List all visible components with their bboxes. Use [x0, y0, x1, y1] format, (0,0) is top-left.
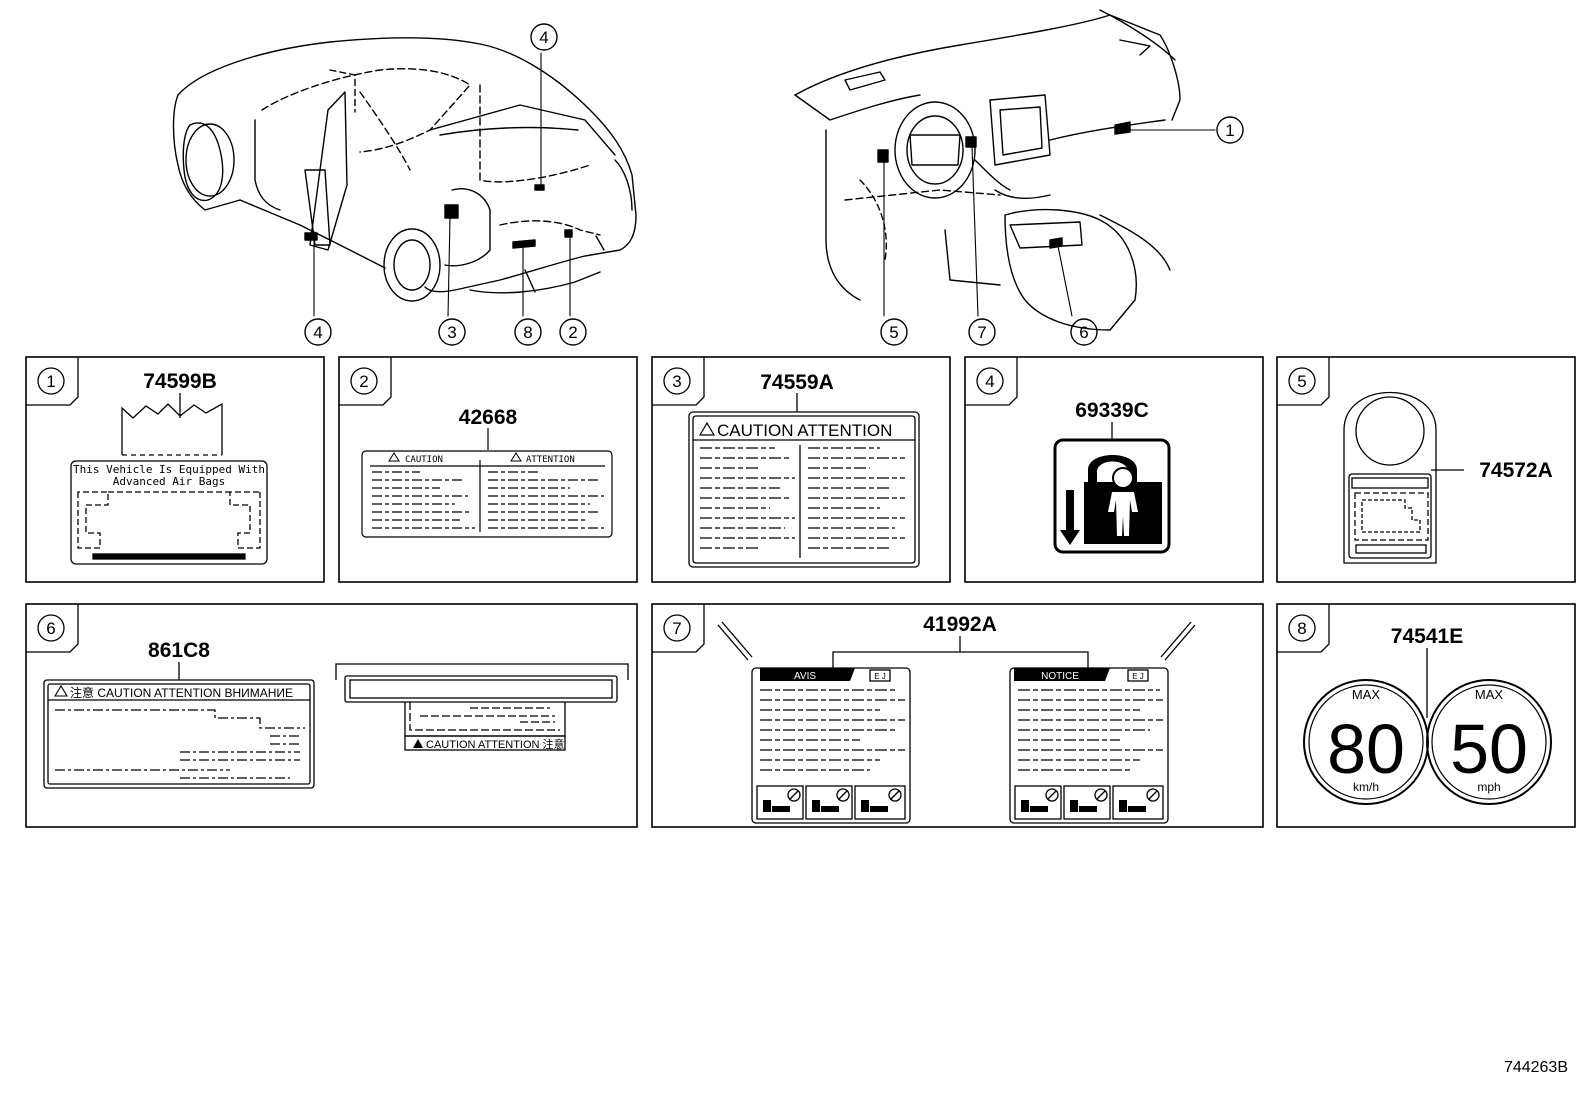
- panel-4: [964, 356, 1264, 583]
- part-number-41992A: 41992A: [923, 613, 997, 636]
- panel-5-number: 5: [1297, 372, 1306, 391]
- part-number-861C8: 861C8: [148, 639, 210, 662]
- diagram-reference-id: 744263B: [1503, 1059, 1568, 1076]
- panel-8-number: 8: [1297, 619, 1306, 638]
- caution-text: CAUTION: [405, 455, 443, 465]
- panel-1: [25, 356, 325, 583]
- label-69339C: 69339C: [1053, 399, 1171, 554]
- down-arrow-icon: [1060, 490, 1080, 545]
- callout-4-bottom: 4: [313, 323, 322, 342]
- caution-attention-footer: CAUTION ATTENTION 注意: [426, 737, 565, 751]
- callout-7: 7: [977, 323, 986, 342]
- unit-kmh: km/h: [1353, 780, 1379, 794]
- callout-circles: [304, 23, 1244, 346]
- leader-lines: [313, 52, 1216, 317]
- lang-tag-left: E J: [874, 672, 886, 681]
- callout-2: 2: [568, 323, 577, 342]
- label-74541E: 74541E MAX 80 km/h MAX 50 mph: [1303, 625, 1552, 805]
- callout-8: 8: [523, 323, 532, 342]
- part-number-74541E: 74541E: [1391, 625, 1463, 648]
- car-exterior-illustration: [172, 37, 637, 302]
- speed-value-kmh: 80: [1327, 710, 1405, 788]
- callout-5: 5: [889, 323, 898, 342]
- panel-3-number: 3: [672, 372, 681, 391]
- max-text-kmh: MAX: [1352, 687, 1381, 702]
- label-74599B: 74599B This Vehicle Is Equipped With Adv…: [70, 370, 268, 565]
- airbag-label-line2: Advanced Air Bags: [113, 475, 226, 488]
- label-74559A: 74559A CAUTION ATTENTION: [688, 371, 920, 568]
- panel-5: [1276, 356, 1576, 583]
- callout-4-top: 4: [539, 28, 548, 47]
- panel-2-number: 2: [359, 372, 368, 391]
- panel-6-number: 6: [46, 619, 55, 638]
- avis-tab: AVIS: [794, 671, 816, 682]
- panel-7-number: 7: [672, 619, 681, 638]
- lang-tag-right: E J: [1132, 672, 1144, 681]
- panel-2: [338, 356, 638, 583]
- panel-7: [651, 603, 1264, 828]
- max-text-mph: MAX: [1475, 687, 1504, 702]
- caution-attention-header: CAUTION ATTENTION: [717, 421, 892, 440]
- airbag-label-line1: This Vehicle Is Equipped With: [73, 463, 265, 476]
- callout-1: 1: [1225, 121, 1234, 140]
- notice-tab: NOTICE: [1041, 671, 1079, 682]
- panel-8: [1276, 603, 1576, 828]
- panel-6: [25, 603, 638, 828]
- part-number-74572A: 74572A: [1479, 459, 1553, 482]
- unit-mph: mph: [1477, 780, 1500, 794]
- callout-3: 3: [447, 323, 456, 342]
- label-42668: 42668 CAUTION ATTENTION: [361, 406, 613, 538]
- child-lock-icon: [1088, 455, 1137, 482]
- speed-value-mph: 50: [1450, 710, 1528, 788]
- callout-6: 6: [1079, 323, 1088, 342]
- part-number-74599B: 74599B: [143, 370, 217, 393]
- panel-3: [651, 356, 951, 583]
- attention-text: ATTENTION: [526, 455, 575, 465]
- panel-1-number: 1: [46, 372, 55, 391]
- multilang-caution-header: 注意 CAUTION ATTENTION ВНИМАНИЕ: [70, 685, 293, 700]
- label-861C8: 861C8 注意 CAUTION ATTENTION ВНИМАНИЕ CAUT…: [43, 639, 629, 789]
- part-number-69339C: 69339C: [1075, 399, 1149, 422]
- label-41992A: 41992A: [717, 613, 1196, 824]
- panel-4-number: 4: [985, 372, 994, 391]
- label-74572A: 74572A: [1343, 391, 1553, 564]
- dashboard-interior-illustration: [794, 9, 1181, 331]
- part-number-74559A: 74559A: [760, 371, 834, 394]
- callout-numbers: 4 4 3 8 2 1 5 7 6: [313, 28, 1234, 342]
- part-number-42668: 42668: [459, 406, 518, 429]
